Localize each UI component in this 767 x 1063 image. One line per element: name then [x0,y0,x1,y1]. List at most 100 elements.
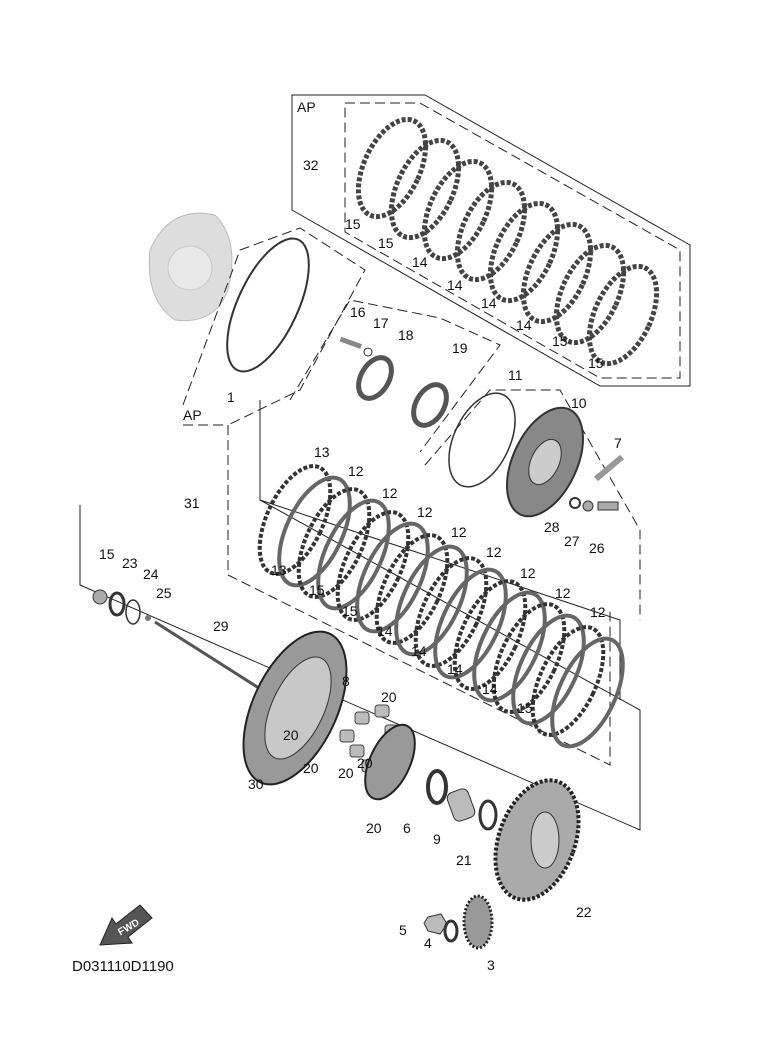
callout-19: 19 [452,340,468,356]
bushing-21 [446,788,476,822]
primary-gear-hub [530,811,560,869]
callout-7: 7 [614,435,622,451]
nut-4 [423,913,448,935]
clutch-plate [550,636,625,749]
friction-plate [452,579,528,691]
callout-27: 27 [564,533,580,549]
damper-20 [354,711,370,725]
callout-14: 14 [516,317,532,333]
callout-12: 12 [555,585,571,601]
clutch-housing-inner [264,656,332,760]
callout-14: 14 [411,643,427,659]
friction-plate [553,242,627,346]
friction-plate [374,533,450,645]
damper-20 [374,704,390,718]
callout-23: 23 [122,555,138,571]
washer-22 [478,799,498,831]
callout-15: 15 [345,216,361,232]
clutch-plate [355,521,430,634]
gasket-dashed-line [182,227,366,426]
callout-13: 13 [314,444,330,460]
friction-plate [421,158,495,262]
friction-plate [520,221,594,325]
kit-box-outline-top [291,94,691,387]
rod-7 [594,454,624,482]
washer-9 [426,769,448,805]
fwd-arrow-icon: FWD [99,904,153,946]
lower-plate-set [257,464,625,749]
callout-20: 20 [283,727,299,743]
damper-20 [339,729,355,743]
damper-20 [349,744,365,758]
clutch-plate [472,590,547,703]
callout-15: 15 [342,603,358,619]
hub-6 [364,723,416,801]
friction-plate [296,487,372,599]
callout-4: 4 [424,935,432,951]
callout-20: 20 [338,765,354,781]
callout-12: 12 [486,544,502,560]
clutch-plate [277,475,352,588]
bearing-27 [582,500,594,512]
friction-plate [388,137,462,241]
callout-15: 15 [517,700,533,716]
callout-29: 29 [213,618,229,634]
ring-25 [125,599,141,625]
drawing-code: D031110D1190 [72,958,174,975]
clutch-cover-image [148,212,233,322]
callout-12: 12 [451,524,467,540]
gear-2 [462,894,494,950]
callout-14: 14 [377,623,393,639]
friction-plate [530,625,606,737]
callout-18: 18 [398,327,414,343]
friction-plate [335,510,411,622]
callout-20: 20 [381,689,397,705]
ball-29 [145,615,151,621]
pressure-plate-hub [528,438,562,486]
kit-label-ap-mid: AP [183,407,202,423]
callout-12: 12 [520,565,536,581]
callout-15: 15 [378,235,394,251]
callout-12: 12 [382,485,398,501]
callout-15: 15 [552,333,568,349]
washer-28 [569,497,581,509]
callout-31: 31 [184,495,200,511]
friction-plate [413,556,489,668]
callout-20: 20 [366,820,382,836]
assembly-outline-lower [79,499,641,831]
callout-15: 15 [99,546,115,562]
callout-10: 10 [571,395,587,411]
friction-plate [257,464,333,576]
callout-20: 20 [303,760,319,776]
plate-18 [356,355,394,401]
clutch-plate [394,544,469,657]
callout-1: 1 [227,389,235,405]
kit-label-ap-top: AP [297,99,316,115]
friction-plate [355,116,429,220]
nut-23 [92,589,108,605]
kit-box-dashed-right [424,389,641,620]
callout-12: 12 [590,604,606,620]
callout-12: 12 [348,463,364,479]
clutch-plate [316,498,391,611]
friction-plate [491,602,567,714]
callout-15: 15 [588,355,604,371]
kit-box-outline-31 [259,400,621,700]
callout-5: 5 [399,922,407,938]
push-rod-30 [154,620,263,692]
washer-17 [363,347,373,357]
callout-32: 32 [303,157,319,173]
clutch-plate [433,567,508,680]
clutch-plate [511,613,586,726]
kit-box-dashed-31 [183,424,611,766]
gasket-1 [226,237,310,373]
callout-8: 8 [342,673,350,689]
callout-20: 20 [357,755,373,771]
washer-3 [443,919,459,943]
callout-24: 24 [143,566,159,582]
callout-13: 13 [271,562,287,578]
callout-9: 9 [433,831,441,847]
callout-3: 3 [487,957,495,973]
